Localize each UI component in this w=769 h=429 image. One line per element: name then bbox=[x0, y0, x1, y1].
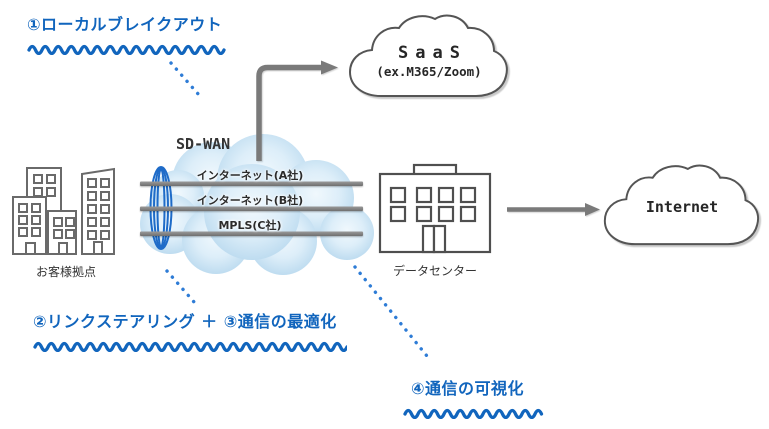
customer-label: お客様拠点 bbox=[35, 265, 96, 279]
saas-cloud bbox=[348, 14, 508, 97]
annotation-visualization-label: ④通信の可視化 bbox=[411, 379, 525, 398]
annotation-link-steering-label: ②リンクステアリング ＋ ③通信の最適化 bbox=[33, 312, 337, 331]
link-line-internet-b bbox=[140, 206, 363, 211]
breakout-arrow-head bbox=[321, 60, 338, 75]
wavy-underline-1 bbox=[27, 44, 226, 55]
leader-local-breakout bbox=[169, 61, 201, 97]
internet-label: Internet bbox=[645, 198, 719, 216]
breakout-arrow-to-saas bbox=[256, 64, 321, 161]
wan-link-lines bbox=[140, 181, 363, 236]
wavy-underline-4 bbox=[403, 408, 544, 419]
wavy-underline-2 bbox=[33, 341, 347, 352]
datacenter-label: データセンター bbox=[392, 264, 477, 278]
sdwan-title: SD-WAN bbox=[176, 135, 231, 153]
flow-arrows bbox=[256, 60, 600, 216]
link-label-internet-b: インターネット(B社) bbox=[196, 194, 304, 207]
link-line-mpls-c bbox=[140, 231, 363, 236]
customer-buildings-icon bbox=[12, 167, 115, 255]
leader-link-steering bbox=[165, 269, 196, 304]
annotation-local-breakout-label: ①ローカルブレイクアウト bbox=[27, 15, 223, 34]
datacenter-icon bbox=[378, 163, 492, 254]
link-line-internet-a bbox=[140, 181, 363, 186]
datacenter-arrow-head bbox=[585, 203, 600, 216]
saas-label: SaaS bbox=[398, 43, 467, 63]
annotation-link-steering: ②リンクステアリング ＋ ③通信の最適化 bbox=[33, 312, 347, 352]
leader-visualization bbox=[353, 265, 433, 363]
saas-sublabel: (ex.M365/Zoom) bbox=[376, 64, 482, 79]
annotation-visualization: ④通信の可視化 bbox=[403, 379, 545, 419]
link-label-mpls-c: MPLS(C社) bbox=[218, 219, 282, 232]
link-label-internet-a: インターネット(A社) bbox=[196, 169, 304, 182]
dotted-leader-lines bbox=[165, 61, 433, 363]
internet-cloud bbox=[603, 164, 759, 246]
annotation-local-breakout: ①ローカルブレイクアウト bbox=[27, 15, 227, 55]
